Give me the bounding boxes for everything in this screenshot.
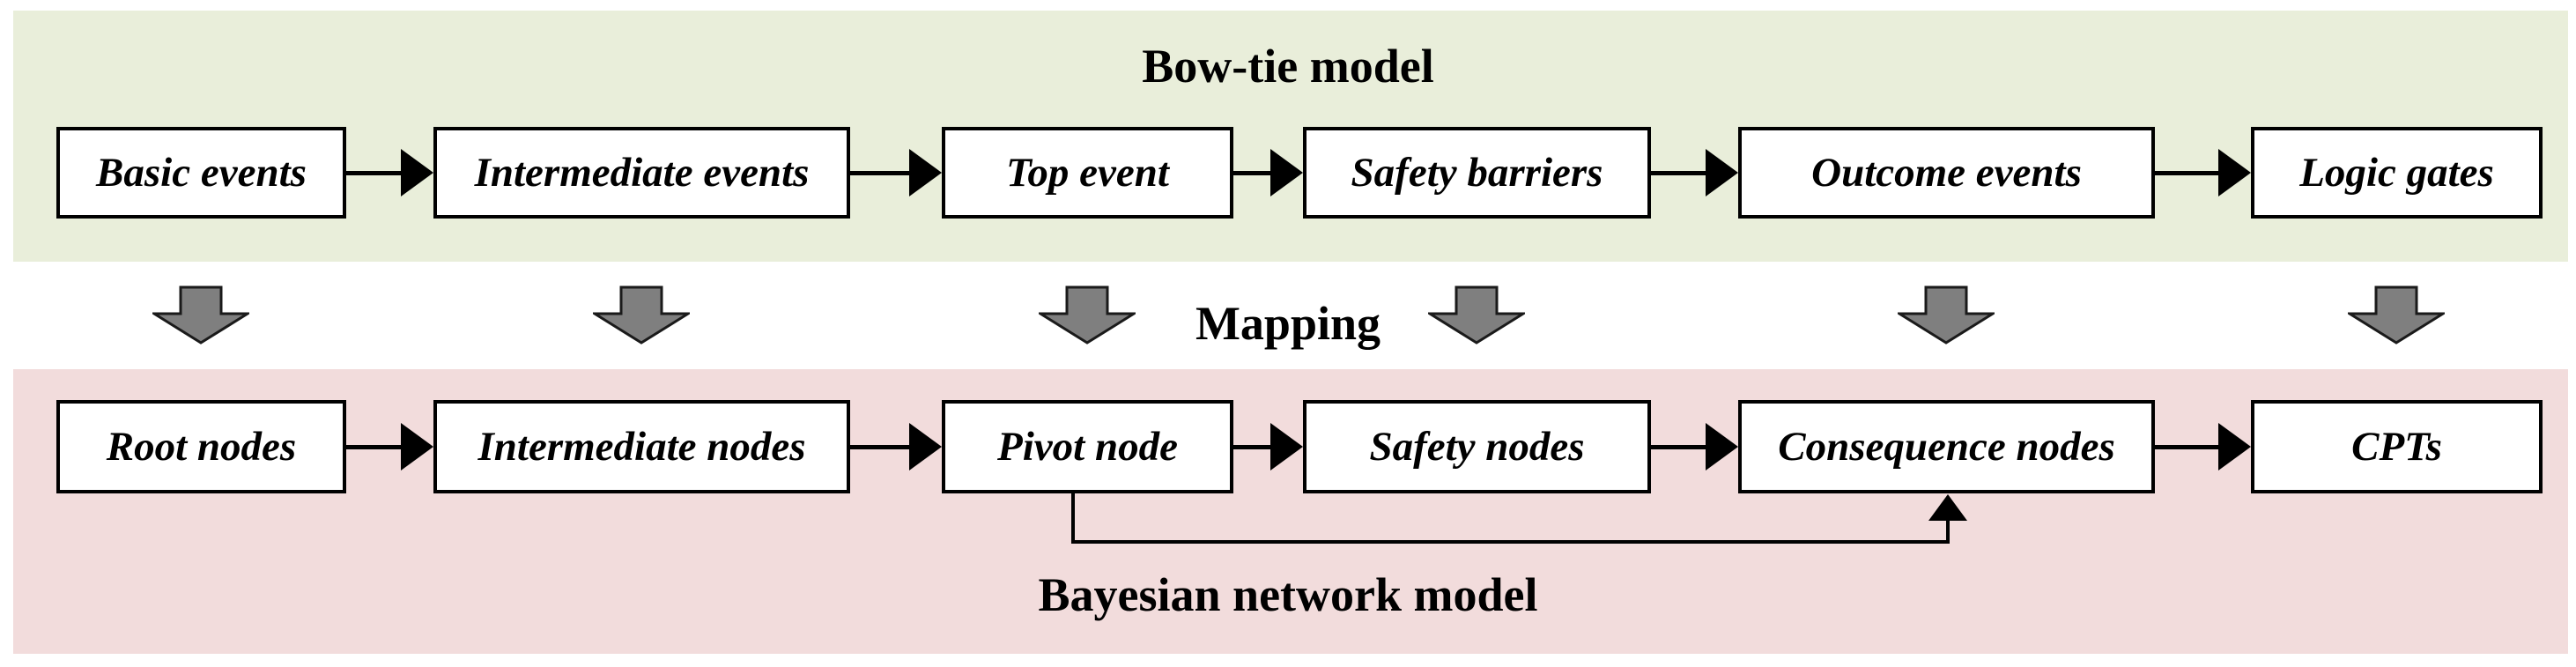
flow-arrow-right-icon [1233, 148, 1303, 197]
bowtie-node-logic-gates: Logic gates [2251, 127, 2543, 219]
bn-node-root-nodes: Root nodes [56, 400, 346, 493]
bowtie-node-basic-events: Basic events [56, 127, 346, 219]
flow-arrow-right-icon [346, 422, 433, 471]
bypass-horizontal-run [1071, 540, 1950, 544]
mapping-arrow-down-icon [1039, 285, 1136, 345]
bn-node-consequence-nodes: Consequence nodes [1738, 400, 2155, 493]
bn-node-intermediate-nodes: Intermediate nodes [433, 400, 850, 493]
flow-arrow-right-icon [1233, 422, 1303, 471]
mapping-label: Mapping [1195, 297, 1381, 350]
bayesian-title: Bayesian network model [1038, 568, 1538, 621]
flow-arrow-right-icon [346, 148, 433, 197]
flow-arrow-right-icon [850, 148, 942, 197]
flow-arrow-right-icon [2155, 422, 2251, 471]
mapping-arrow-down-icon [1428, 285, 1525, 345]
bn-node-pivot-node: Pivot node [942, 400, 1233, 493]
bn-node-cpts: CPTs [2251, 400, 2543, 493]
flow-arrow-right-icon [1651, 422, 1738, 471]
bowtie-node-safety-barriers: Safety barriers [1303, 127, 1651, 219]
bypass-vertical-rise [1946, 520, 1950, 544]
bypass-arrowhead-up-icon [1928, 494, 1967, 521]
mapping-arrow-down-icon [593, 285, 690, 345]
flow-arrow-right-icon [850, 422, 942, 471]
bowtie-node-intermediate-events: Intermediate events [433, 127, 850, 219]
mapping-arrow-down-icon [152, 285, 249, 345]
bowtie-title: Bow-tie model [1142, 40, 1434, 93]
mapping-arrow-down-icon [2348, 285, 2445, 345]
flow-arrow-right-icon [1651, 148, 1738, 197]
bowtie-node-top-event: Top event [942, 127, 1233, 219]
mapping-arrow-down-icon [1898, 285, 1995, 345]
bypass-vertical-drop [1071, 493, 1075, 544]
bn-node-safety-nodes: Safety nodes [1303, 400, 1651, 493]
bowtie-node-outcome-events: Outcome events [1738, 127, 2155, 219]
flow-arrow-right-icon [2155, 148, 2251, 197]
